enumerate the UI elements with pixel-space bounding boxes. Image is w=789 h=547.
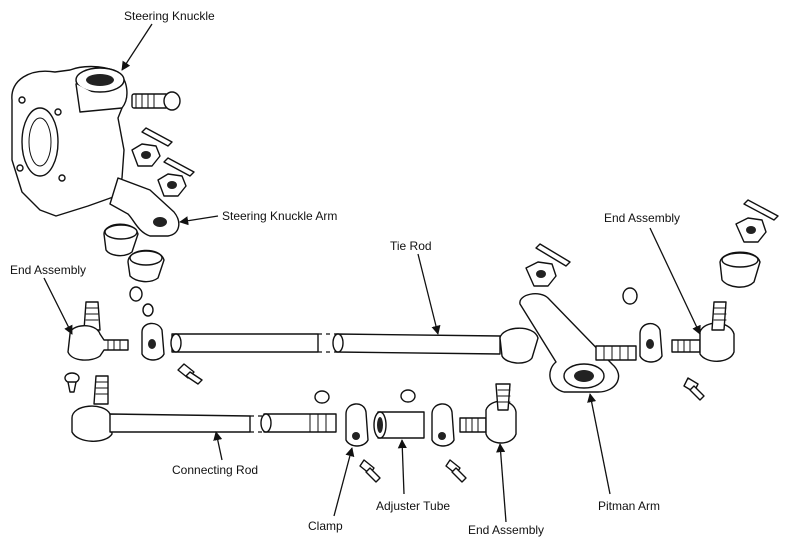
leader-connecting-rod bbox=[213, 431, 223, 461]
clamp-bolt bbox=[177, 363, 203, 385]
label-tie-rod: Tie Rod bbox=[390, 239, 432, 253]
knuckle-bolt bbox=[131, 91, 181, 111]
steering-knuckle-arm-part bbox=[109, 177, 180, 237]
left-end-assembly bbox=[67, 301, 129, 361]
label-steering-knuckle: Steering Knuckle bbox=[124, 9, 215, 23]
center-dust-seal bbox=[499, 327, 539, 364]
leader-end-assembly-right bbox=[649, 227, 701, 335]
label-steering-knuckle-arm: Steering Knuckle Arm bbox=[222, 209, 337, 223]
clamp-bolt bbox=[359, 459, 381, 483]
lower-right-end-assembly bbox=[459, 383, 517, 444]
lower-clamp bbox=[345, 403, 369, 447]
center-cotter-pin bbox=[535, 243, 571, 267]
cotter-pin bbox=[163, 157, 195, 177]
grease-fitting bbox=[64, 372, 80, 393]
right-castle-nut bbox=[735, 217, 767, 243]
label-end-assembly-bottom: End Assembly bbox=[468, 523, 544, 537]
steering-knuckle-part bbox=[11, 65, 128, 217]
label-clamp: Clamp bbox=[308, 519, 343, 533]
lock-washer bbox=[129, 286, 143, 302]
right-end-assembly bbox=[671, 301, 735, 362]
dust-seal bbox=[103, 223, 139, 257]
right-clamp bbox=[639, 323, 663, 363]
center-castle-nut bbox=[525, 261, 557, 287]
castle-nut bbox=[131, 143, 161, 167]
clamp-bolt bbox=[445, 459, 467, 483]
connecting-rod-part bbox=[109, 413, 337, 433]
leader-tie-rod bbox=[417, 253, 441, 335]
label-end-assembly-left: End Assembly bbox=[10, 263, 86, 277]
label-connecting-rod: Connecting Rod bbox=[172, 463, 258, 477]
lower-nut bbox=[314, 390, 330, 404]
leader-adjuster-tube bbox=[397, 439, 407, 495]
dust-seal bbox=[127, 249, 165, 283]
label-adjuster-tube: Adjuster Tube bbox=[376, 499, 450, 513]
lower-left-end-assembly bbox=[71, 375, 113, 442]
tie-rod-clamp bbox=[141, 322, 165, 361]
castle-nut bbox=[157, 173, 187, 197]
leader-steering-knuckle-arm bbox=[179, 215, 219, 226]
label-pitman-arm: Pitman Arm bbox=[598, 499, 660, 513]
leader-end-assembly-left bbox=[43, 277, 73, 335]
right-cotter-pin bbox=[743, 199, 779, 221]
tie-rod-part bbox=[170, 333, 501, 355]
leader-steering-knuckle bbox=[121, 23, 153, 71]
right-bolt bbox=[683, 377, 705, 401]
leader-pitman-arm bbox=[587, 393, 611, 495]
leader-clamp bbox=[333, 447, 355, 517]
cotter-pin bbox=[141, 127, 173, 147]
lower-clamp bbox=[431, 403, 455, 447]
right-dust-seal bbox=[719, 251, 761, 288]
leader-end-assembly-bottom bbox=[496, 443, 507, 523]
lock-washer bbox=[142, 303, 154, 317]
right-lock-washer bbox=[622, 287, 638, 305]
label-end-assembly-right: End Assembly bbox=[604, 211, 680, 225]
adjuster-tube-part bbox=[373, 411, 425, 439]
lower-nut bbox=[400, 389, 416, 403]
pitman-arm-part bbox=[519, 293, 637, 393]
